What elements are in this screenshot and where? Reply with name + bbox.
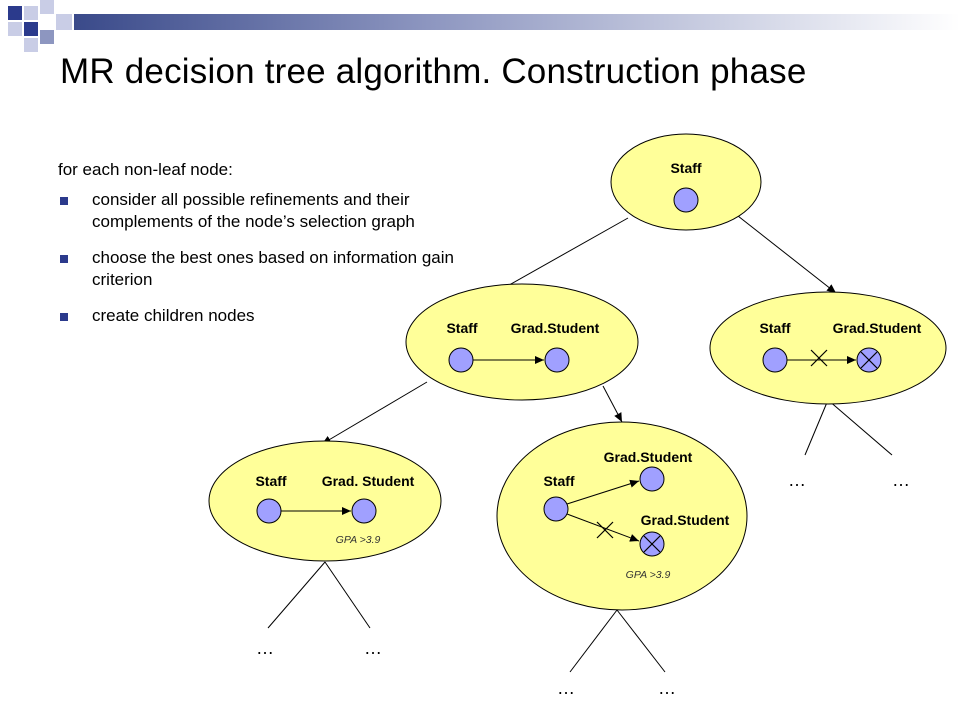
tree-edges	[267, 215, 893, 673]
edge-arrow	[566, 479, 640, 505]
tree-node-root: Staff	[610, 133, 762, 231]
grad-student-circle-icon	[639, 466, 665, 492]
staff-circle-icon	[673, 187, 699, 213]
node-label-staff: Staff	[543, 473, 574, 489]
edge-left-leftleft	[321, 381, 428, 445]
decor-square	[56, 14, 72, 30]
decor-square	[40, 0, 54, 14]
edge-right-leaf1	[804, 399, 829, 456]
node-label-staff: Staff	[255, 473, 286, 489]
decor-square	[24, 6, 38, 20]
grad-student-circle-icon	[544, 347, 570, 373]
tree-node-right: Staff Grad.Student	[709, 291, 947, 405]
title-bar	[74, 14, 960, 30]
edge-ll-leaf1	[267, 561, 326, 629]
bullet-square-icon	[60, 197, 68, 205]
ellipsis-leaf: …	[788, 470, 806, 490]
decor-square	[8, 22, 22, 36]
node-label-staff: Staff	[670, 160, 701, 176]
node-label-staff: Staff	[446, 320, 477, 336]
node-ellipse	[709, 291, 947, 405]
staff-circle-icon	[256, 498, 282, 524]
edge-lr-leaf2	[616, 609, 666, 673]
cross-line	[860, 351, 878, 369]
negation-cross-icon	[596, 521, 614, 539]
edge-left-leftright	[602, 385, 623, 423]
node-ellipse	[208, 440, 442, 562]
bullet-square-icon	[60, 255, 68, 263]
node-label-staff: Staff	[759, 320, 790, 336]
slide-title: MR decision tree algorithm. Construction…	[60, 52, 807, 91]
ellipsis-leaf: …	[892, 470, 910, 490]
bullet-text: create children nodes	[92, 306, 255, 325]
node-label-grad-student: Grad.Student	[833, 320, 922, 336]
ellipsis-leaf: …	[256, 638, 274, 658]
staff-circle-icon	[762, 347, 788, 373]
staff-circle-icon	[448, 347, 474, 373]
tree-node-left-left: Staff Grad. Student GPA >3.9	[208, 440, 442, 562]
bullet-list: consider all possible refinements and th…	[58, 189, 458, 341]
ellipsis-leaf: …	[364, 638, 382, 658]
tree-node-left: Staff Grad.Student	[405, 283, 639, 401]
node-ellipse	[610, 133, 762, 231]
edge-root-right	[737, 215, 837, 294]
ellipsis-leaf: …	[658, 678, 676, 698]
bullet-text: choose the best ones based on informatio…	[92, 248, 454, 289]
edge-ll-leaf2	[324, 561, 371, 629]
edge-lr-leaf1	[569, 609, 618, 673]
tree-node-left-right: Grad.Student Staff Grad.Student GPA >3.9	[496, 421, 748, 611]
node-label-grad-student: Grad.Student	[511, 320, 600, 336]
cross-line	[643, 535, 661, 553]
bullet-text: consider all possible refinements and th…	[92, 190, 415, 231]
node-ellipse	[496, 421, 748, 611]
bullet-item: consider all possible refinements and th…	[58, 189, 458, 233]
bullet-square-icon	[60, 313, 68, 321]
decor-square	[24, 38, 38, 52]
node-label-grad-student: Grad.Student	[604, 449, 693, 465]
node-label-grad-student: Grad.Student	[641, 512, 730, 528]
condition-label: GPA >3.9	[626, 569, 671, 581]
intro-text: for each non-leaf node:	[58, 160, 233, 179]
node-label-grad-student: Grad. Student	[322, 473, 415, 489]
decor-square	[8, 6, 22, 20]
staff-circle-icon	[543, 496, 569, 522]
bullet-item: create children nodes	[58, 305, 458, 327]
node-ellipse	[405, 283, 639, 401]
bullet-item: choose the best ones based on informatio…	[58, 247, 458, 291]
condition-label: GPA >3.9	[336, 534, 381, 546]
negation-cross-icon	[810, 349, 828, 367]
decor-square	[40, 30, 54, 44]
edge-root-left	[494, 217, 629, 294]
decor-square	[24, 22, 38, 36]
ellipsis-leaf: …	[557, 678, 575, 698]
edge-right-leaf2	[827, 399, 893, 456]
grad-student-circle-icon	[351, 498, 377, 524]
